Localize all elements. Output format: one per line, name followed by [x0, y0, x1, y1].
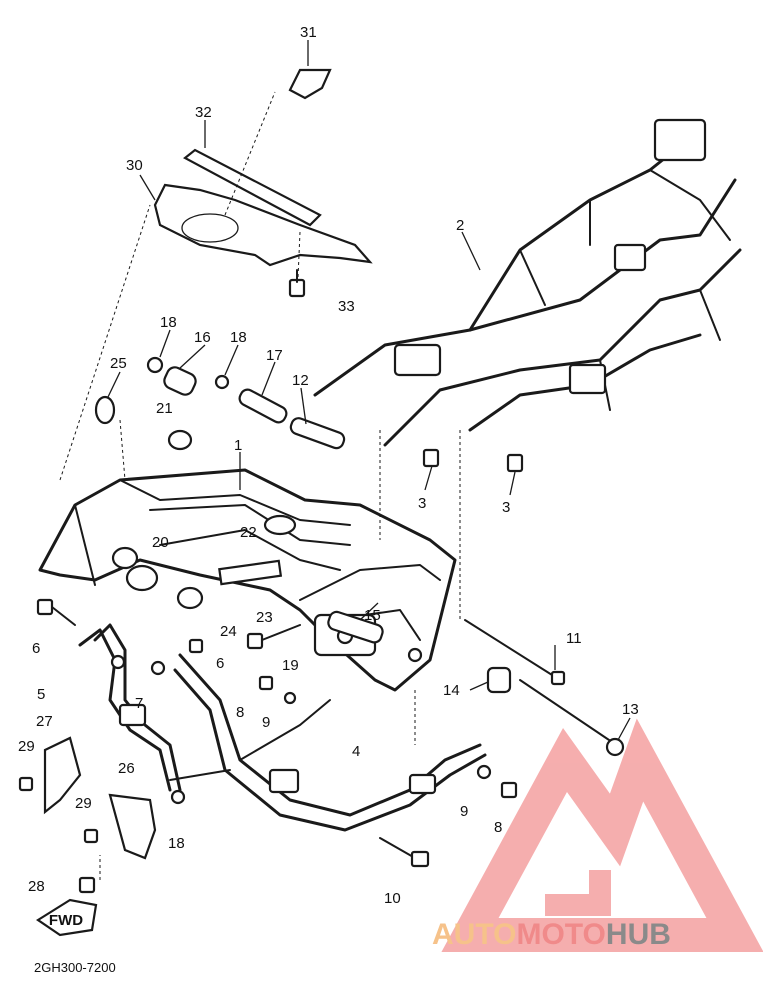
label-18b: 18 — [230, 329, 247, 346]
label-9b: 9 — [460, 803, 468, 820]
label-18c: 18 — [168, 835, 185, 852]
label-10: 10 — [384, 890, 401, 907]
label-33: 33 — [338, 298, 355, 315]
label-9a: 9 — [262, 714, 270, 731]
part-labels: 31 32 30 33 2 18 16 18 17 12 25 21 1 3 3… — [18, 24, 639, 907]
bracket-part-31 — [288, 68, 332, 100]
label-26: 26 — [118, 760, 135, 777]
label-3a: 3 — [418, 495, 426, 512]
label-8b: 8 — [494, 819, 502, 836]
label-32: 32 — [195, 104, 212, 121]
label-8a: 8 — [236, 704, 244, 721]
bracket-part-27 — [43, 736, 82, 815]
watermark-logo — [441, 718, 763, 952]
watermark-auto: AUTO — [432, 918, 516, 951]
label-18a: 18 — [160, 314, 177, 331]
label-22: 22 — [240, 524, 257, 541]
label-30: 30 — [126, 157, 143, 174]
label-28: 28 — [28, 878, 45, 895]
label-16: 16 — [194, 329, 211, 346]
label-12: 12 — [292, 372, 309, 389]
label-14: 14 — [443, 682, 460, 699]
long-bolts — [379, 619, 625, 868]
label-29b: 29 — [75, 795, 92, 812]
label-24: 24 — [220, 623, 237, 640]
main-frame-part-1 — [38, 468, 457, 692]
lower-frame-part-4 — [169, 653, 487, 832]
label-31: 31 — [300, 24, 317, 41]
label-11: 11 — [566, 630, 582, 647]
front-downtube-part-5 — [78, 623, 182, 792]
fwd-label: FWD — [49, 912, 83, 929]
fasteners — [18, 598, 518, 894]
diagram-code: 2GH300-7200 — [34, 960, 116, 975]
leader-lines — [59, 40, 631, 880]
bracket-part-26 — [108, 793, 157, 860]
label-17: 17 — [266, 347, 283, 364]
label-21: 21 — [156, 400, 173, 417]
label-19: 19 — [282, 657, 299, 674]
svg-text:AUTOMOTOHUB: AUTOMOTOHUB — [432, 918, 671, 951]
label-23: 23 — [256, 609, 273, 626]
label-29a: 29 — [18, 738, 35, 755]
label-4: 4 — [352, 743, 360, 760]
label-13: 13 — [622, 701, 639, 718]
label-25: 25 — [110, 355, 127, 372]
small-parts — [94, 356, 524, 694]
label-3b: 3 — [502, 499, 510, 516]
bolt-part-33 — [288, 269, 306, 298]
rear-frame-part-2 — [313, 118, 742, 447]
fwd-arrow-icon: FWD — [35, 898, 98, 937]
pipe-part-32 — [183, 148, 322, 227]
label-2: 2 — [456, 217, 464, 234]
label-1: 1 — [234, 437, 242, 454]
label-5: 5 — [37, 686, 45, 703]
label-15: 15 — [364, 607, 381, 624]
cover-plate-part-30 — [153, 183, 373, 267]
label-27: 27 — [36, 713, 53, 730]
watermark-text: AUTOMOTOHUB — [432, 918, 671, 951]
label-6b: 6 — [216, 655, 224, 672]
label-6a: 6 — [32, 640, 40, 657]
watermark-moto: MOTO — [516, 918, 605, 951]
label-7: 7 — [135, 695, 143, 712]
label-20: 20 — [152, 534, 169, 551]
watermark-hub: HUB — [606, 918, 671, 951]
